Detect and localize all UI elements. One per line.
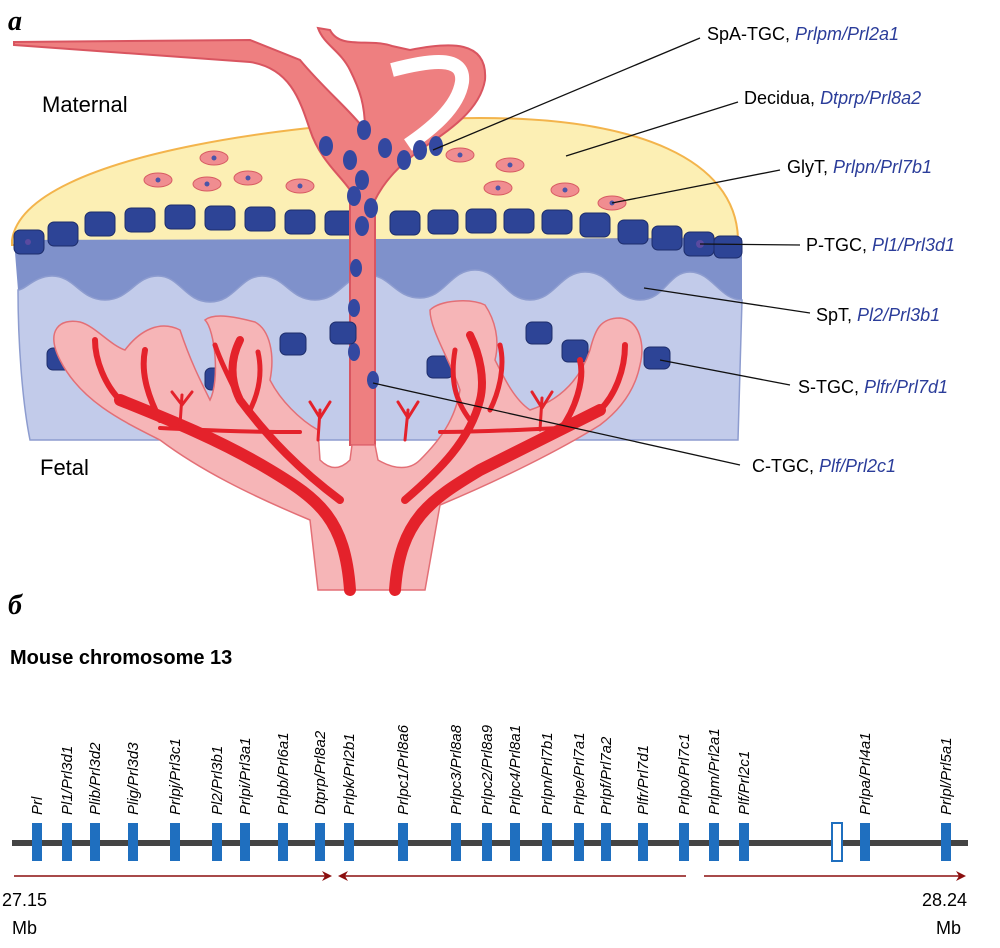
gene-marker <box>398 823 408 861</box>
gene-marker <box>601 823 611 861</box>
gene-label: Plig/Prl3d3 <box>125 742 142 815</box>
gene-marker <box>90 823 100 861</box>
gene-marker <box>62 823 72 861</box>
gene-marker <box>278 823 288 861</box>
cell-labels: SpA-TGC, Prlpm/Prl2a1 Decidua, Dtprp/Prl… <box>707 24 955 476</box>
gene-label: Prlpf/Prl7a2 <box>598 736 615 815</box>
end-unit: Mb <box>936 918 961 938</box>
gene-marker <box>482 823 492 861</box>
gene-label: Prlpi/Prl3a1 <box>237 737 254 815</box>
label-s-tgc: S-TGC, Plfr/Prl7d1 <box>798 377 948 397</box>
gene-marker <box>315 823 325 861</box>
gene-marker <box>860 823 870 861</box>
gene-label: Prlpl/Prl5a1 <box>938 737 955 815</box>
gene-label: Plib/Prl3d2 <box>87 742 104 815</box>
gene-marker <box>240 823 250 861</box>
gene-label: Prlpc4/Prl8a1 <box>507 725 524 815</box>
p-tgc-cells <box>13 204 743 259</box>
gene-marker <box>32 823 42 861</box>
gene-marker <box>344 823 354 861</box>
gene-label: Pl1/Prl3d1 <box>59 746 76 815</box>
c-tgc-cells <box>348 259 379 389</box>
spiral-artery-lumen <box>390 55 470 151</box>
gene-marker <box>212 823 222 861</box>
gene-label: Prlpc1/Prl8a6 <box>395 724 412 815</box>
label-decidua: Decidua, Dtprp/Prl8a2 <box>744 88 921 108</box>
gene-label: Prlpo/Prl7c1 <box>676 733 693 815</box>
gene-markers <box>32 822 951 862</box>
gene-marker <box>679 823 689 861</box>
gene-label: Prlpk/Prl2b1 <box>341 733 358 815</box>
panel-b-letter: б <box>8 590 23 621</box>
start-unit: Mb <box>12 918 37 938</box>
gene-label: Prlpc2/Prl8a9 <box>479 724 496 815</box>
gene-marker-unlabeled <box>831 822 843 862</box>
gene-label: Prlpb/Prl6a1 <box>275 732 292 815</box>
spa-tgc-cells <box>319 120 443 236</box>
chromosome-title: Mouse chromosome 13 <box>10 647 232 669</box>
label-p-tgc: P-TGC, Pl1/Prl3d1 <box>806 235 955 255</box>
gene-label: Prlpe/Prl7a1 <box>571 732 588 815</box>
callout-lines <box>372 37 811 466</box>
gene-marker <box>638 823 648 861</box>
gene-marker <box>739 823 749 861</box>
gene-marker <box>128 823 138 861</box>
panel-a-letter: a <box>8 6 22 37</box>
fetal-vessels <box>92 331 628 596</box>
fetal-villi <box>53 300 643 591</box>
label-spt: SpT, Pl2/Prl3b1 <box>816 305 940 325</box>
maternal-label: Maternal <box>42 92 128 117</box>
gene-label: Prlpc3/Prl8a8 <box>448 724 465 815</box>
gene-labels: Prl Pl1/Prl3d1 Plib/Prl3d2 Plig/Prl3d3 Prlpj… <box>29 724 955 815</box>
gene-marker <box>451 823 461 861</box>
glycogen-nuclei <box>155 152 615 206</box>
gene-marker <box>709 823 719 861</box>
label-spa-tgc: SpA-TGC, Prlpm/Prl2a1 <box>707 24 899 44</box>
gene-marker <box>170 823 180 861</box>
end-coordinate: 28.24 <box>922 890 967 910</box>
start-coordinate: 27.15 <box>2 890 47 910</box>
gene-label: Plf/Prl2c1 <box>736 751 753 815</box>
gene-label: Prlpm/Prl2a1 <box>706 728 723 815</box>
gene-label: Plfr/Prl7d1 <box>635 745 652 815</box>
gene-label: Prlpj/Prl3c1 <box>167 738 184 815</box>
gene-label: Prl <box>29 796 46 815</box>
gene-marker <box>542 823 552 861</box>
gene-label: Prlpn/Prl7b1 <box>539 732 556 815</box>
gene-marker <box>941 823 951 861</box>
junctional-zone <box>14 238 742 302</box>
gene-marker <box>574 823 584 861</box>
label-c-tgc: C-TGC, Plf/Prl2c1 <box>752 456 896 476</box>
label-glyt: GlyT, Prlpn/Prl7b1 <box>787 157 932 177</box>
fetal-label: Fetal <box>40 455 89 480</box>
gene-label: Pl2/Prl3b1 <box>209 746 226 815</box>
gene-label: Dtprp/Prl8a2 <box>312 730 329 815</box>
gene-label: Prlpa/Prl4a1 <box>857 732 874 815</box>
gene-marker <box>510 823 520 861</box>
